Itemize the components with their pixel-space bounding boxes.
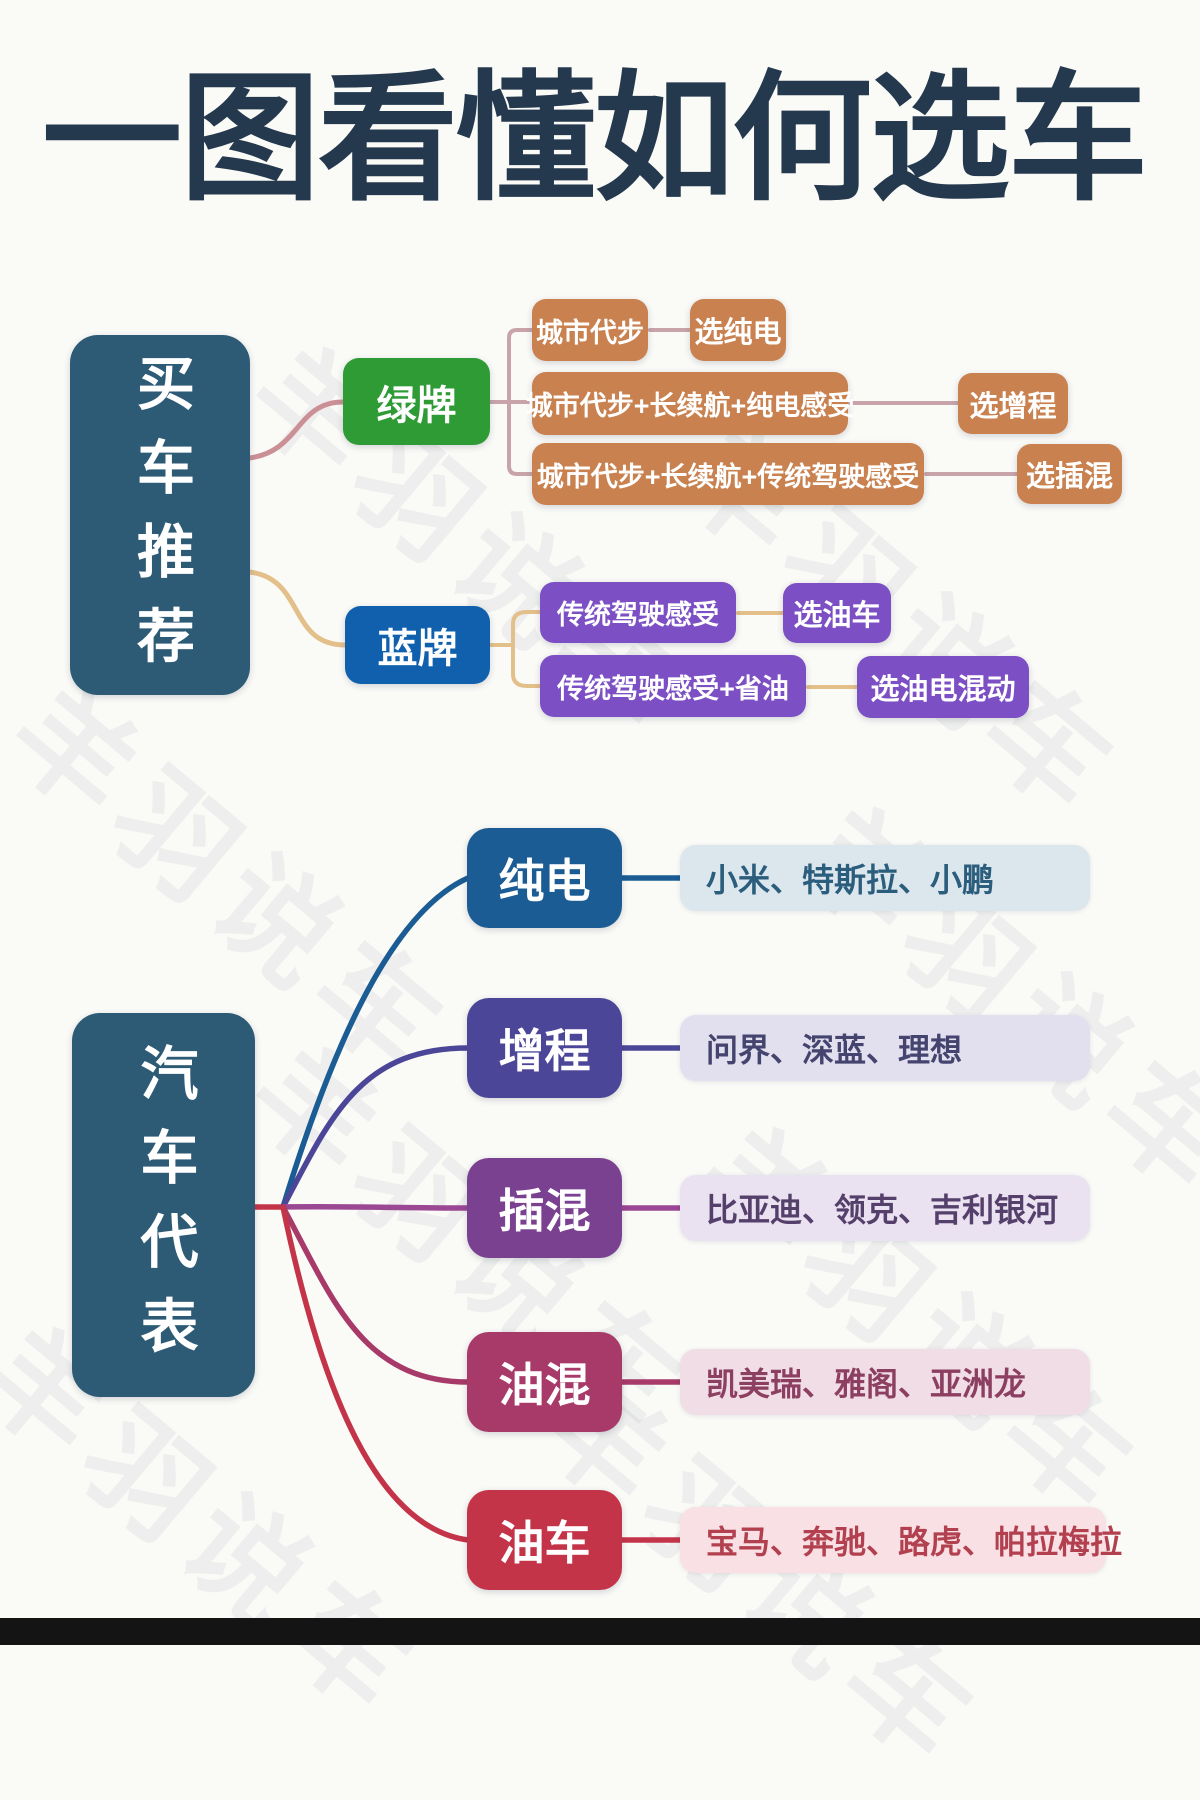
- brands-hev: 凯美瑞、雅阁、亚洲龙: [680, 1349, 1090, 1415]
- car-representatives-root: 汽车代表: [72, 1013, 255, 1397]
- green-condition-3: 城市代步+长续航+传统驾驶感受: [532, 443, 924, 505]
- watermark-text: 羊羽说车: [775, 783, 1200, 1225]
- category-ice: 油车: [467, 1490, 622, 1590]
- category-hev: 油混: [467, 1332, 622, 1432]
- category-pure-ev: 纯电: [467, 828, 622, 928]
- green-condition-2: 城市代步+长续航+纯电感受: [526, 372, 854, 435]
- blue-condition-1: 传统驾驶感受: [540, 582, 736, 643]
- buy-recommendation-root: 买车推荐: [70, 335, 250, 695]
- connector-root-to-green: [246, 399, 346, 461]
- infographic-canvas: 羊羽说车 羊羽说车 羊羽说车 羊羽说车 羊羽说车 羊羽说车 羊羽说车 羊羽说车 …: [0, 60, 1200, 1794]
- brands-erev: 问界、深蓝、理想: [680, 1015, 1090, 1081]
- category-phev: 插混: [467, 1158, 622, 1258]
- green-result-3: 选插混: [1017, 444, 1122, 504]
- blue-result-1: 选油车: [783, 583, 891, 643]
- green-result-2: 选增程: [958, 373, 1068, 434]
- green-condition-1: 城市代步: [532, 299, 648, 361]
- brands-pure-ev: 小米、特斯拉、小鹏: [680, 845, 1090, 911]
- connector-ice: [280, 1204, 471, 1543]
- connector-pure-ev: [280, 875, 471, 1210]
- green-result-1: 选纯电: [690, 299, 786, 361]
- connector-root-to-blue: [246, 569, 348, 648]
- page-title: 一图看懂如何选车: [42, 60, 1148, 217]
- blue-condition-2: 传统驾驶感受+省油: [540, 655, 806, 717]
- connector-blue-bracket: [488, 610, 542, 688]
- blue-plate-node: 蓝牌: [345, 606, 490, 684]
- watermark-text: 羊羽说车: [675, 1103, 1165, 1545]
- brands-phev: 比亚迪、领克、吉利银河: [680, 1175, 1090, 1241]
- connector-hev: [280, 1204, 471, 1385]
- connector-phev: [280, 1203, 471, 1211]
- bottom-bar: [0, 1618, 1200, 1645]
- green-plate-node: 绿牌: [343, 358, 490, 445]
- blue-result-2: 选油电混动: [857, 656, 1029, 718]
- brands-ice: 宝马、奔驰、路虎、帕拉梅拉: [680, 1507, 1122, 1573]
- connector-erev: [280, 1045, 471, 1210]
- category-erev: 增程: [467, 998, 622, 1098]
